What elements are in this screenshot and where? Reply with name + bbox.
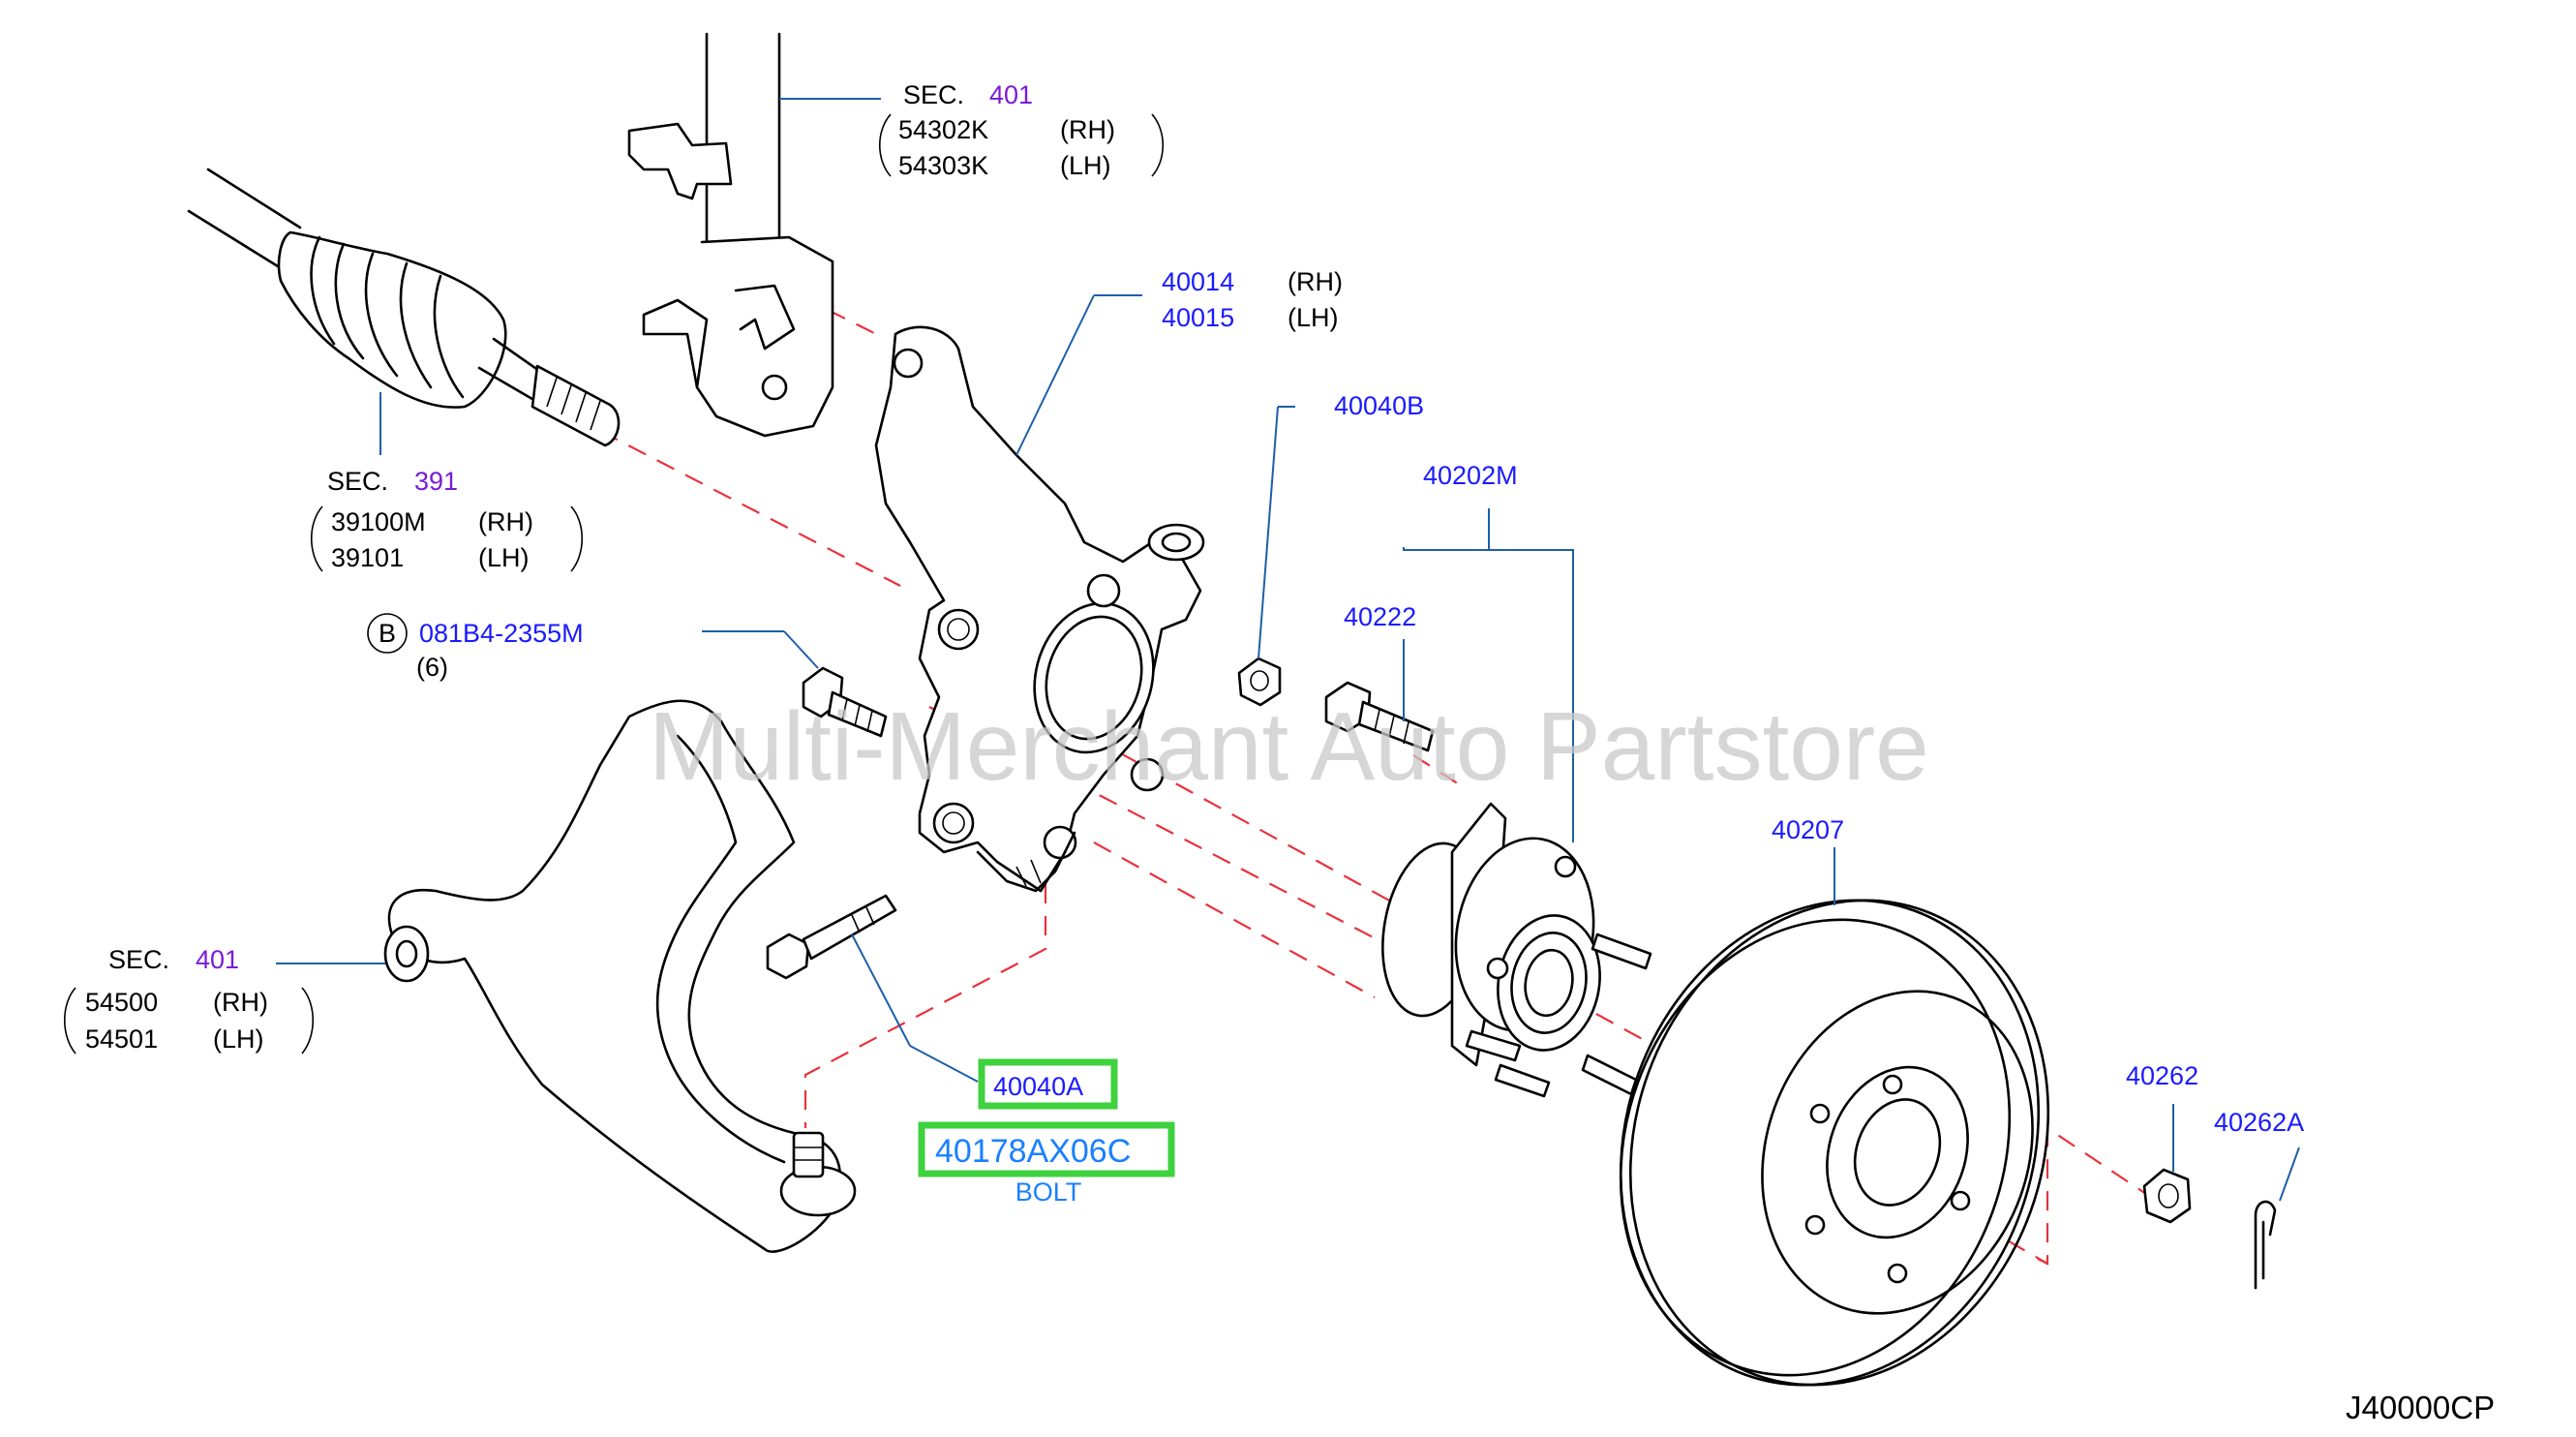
lower-control-arm — [276, 699, 857, 1253]
nut-40040b-label[interactable]: 40040B — [1334, 391, 1424, 420]
rotor-label[interactable]: 40207 — [1772, 815, 1844, 844]
hub-bolt-label[interactable]: 40222 — [1344, 602, 1416, 631]
label-knuckle: 40014 (RH) 40015 (LH) — [1162, 267, 1343, 332]
strut-sec-number[interactable]: 401 — [989, 80, 1033, 109]
label-ball-joint-nut: 40040A — [978, 1058, 1118, 1110]
knuckle-lh-part[interactable]: 40015 — [1162, 303, 1234, 332]
diagram-code: J40000CP — [2346, 1390, 2495, 1425]
label-bolt-highlight: 40178AX06C BOLT — [918, 1121, 1175, 1207]
label-lower-arm: SEC. 401 54500 (RH) 54501 (LH) — [64, 945, 314, 1055]
strut-lh: (LH) — [1060, 151, 1111, 180]
hub-assembly — [1381, 508, 1652, 1098]
ball-joint-nut-label[interactable]: 40040A — [993, 1072, 1083, 1101]
driveshaft-sec-prefix: SEC. — [327, 467, 388, 496]
strut — [627, 32, 881, 438]
highlighted-bolt-part[interactable]: 40178AX06C — [935, 1133, 1131, 1170]
steering-knuckle — [874, 294, 1205, 893]
knuckle-lh: (LH) — [1288, 303, 1339, 332]
drive-shaft — [187, 168, 621, 455]
knuckle-rh-part[interactable]: 40014 — [1162, 267, 1234, 296]
label-bolt-b: B 081B4-2355M (6) — [367, 613, 584, 682]
hub-nut-label[interactable]: 40262 — [2126, 1061, 2198, 1090]
bolt-b-qty: (6) — [416, 653, 448, 682]
bolt-b-marker: B — [379, 619, 396, 648]
strut-rh-part[interactable]: 54302K — [898, 115, 988, 144]
label-strut: SEC. 401 54302K (RH) 54303K (LH) — [879, 80, 1164, 180]
brake-rotor — [1619, 847, 2050, 1387]
highlighted-bolt-name: BOLT — [1015, 1177, 1082, 1207]
label-driveshaft: SEC. 391 39100M (RH) 39101 (LH) — [311, 467, 583, 572]
lower-arm-lh: (LH) — [213, 1024, 264, 1054]
watermark: Multi-Merchant Auto Partstore — [649, 692, 1929, 801]
strut-sec-prefix: SEC. — [903, 80, 964, 109]
lower-arm-sec-number[interactable]: 401 — [196, 945, 239, 974]
bolt-b-part[interactable]: 081B4-2355M — [419, 619, 584, 648]
strut-lh-part[interactable]: 54303K — [898, 151, 988, 180]
strut-rh: (RH) — [1060, 115, 1115, 144]
knuckle-rh: (RH) — [1288, 267, 1343, 296]
hub-assembly-label[interactable]: 40202M — [1423, 461, 1518, 490]
driveshaft-rh-part[interactable]: 39100M — [331, 507, 426, 536]
driveshaft-lh: (LH) — [478, 543, 530, 572]
cotter-pin-label[interactable]: 40262A — [2214, 1108, 2304, 1137]
bolts-and-nuts — [702, 406, 2300, 1290]
lower-arm-rh: (RH) — [213, 988, 268, 1017]
lower-arm-rh-part[interactable]: 54500 — [85, 988, 158, 1017]
driveshaft-sec-number[interactable]: 391 — [414, 467, 458, 496]
lower-arm-sec-prefix: SEC. — [108, 945, 169, 974]
driveshaft-lh-part[interactable]: 39101 — [331, 543, 404, 572]
driveshaft-rh: (RH) — [478, 507, 533, 536]
lower-arm-lh-part[interactable]: 54501 — [85, 1024, 158, 1054]
